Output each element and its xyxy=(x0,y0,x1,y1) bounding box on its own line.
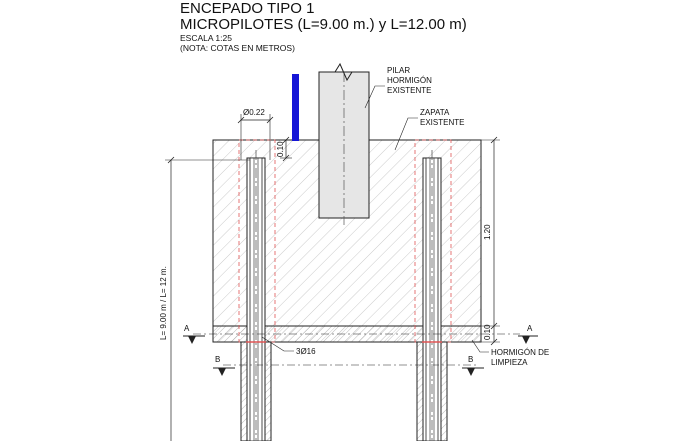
micropile-right xyxy=(414,139,452,441)
section-b-right-label: B xyxy=(468,355,473,364)
top-cover-dimension: 0.10 xyxy=(276,136,292,162)
zapata-label-1: ZAPATA xyxy=(420,108,450,117)
diameter-dimension: Ø0.22 xyxy=(237,108,274,160)
height-label: 1.20 xyxy=(483,224,492,240)
section-b-line: B B xyxy=(213,355,484,376)
scale-note: ESCALA 1:25 xyxy=(180,33,232,43)
drawing-subtitle: MICROPILOTES (L=9.00 m.) y L=12.00 m) xyxy=(180,16,467,33)
blue-marker xyxy=(292,74,299,141)
rebar-callout: 3Ø16 xyxy=(261,336,316,356)
pilar-callout: PILAR HORMIGÓN EXISTENTE xyxy=(364,66,432,109)
rebar-label: 3Ø16 xyxy=(296,347,316,356)
limpieza-label-2: LIMPIEZA xyxy=(491,358,528,367)
limpieza-label-1: HORMIGÓN DE xyxy=(491,348,549,357)
limpieza-callout: HORMIGÓN DE LIMPIEZA xyxy=(471,339,549,367)
micropile-left xyxy=(238,139,276,441)
section-a-line: A A xyxy=(183,324,538,344)
section-b-left-label: B xyxy=(215,355,220,364)
pilar-column xyxy=(318,62,370,225)
pilar-label-2: HORMIGÓN xyxy=(387,76,432,85)
drawing-title: ENCEPADO TIPO 1 xyxy=(180,0,315,17)
section-a-left-label: A xyxy=(184,324,190,333)
top-cover-label: 0.10 xyxy=(276,141,285,157)
section-a-right-label: A xyxy=(527,324,533,333)
length-label: L= 9.00 m / L= 12 m. xyxy=(159,266,168,340)
diameter-label: Ø0.22 xyxy=(243,108,265,117)
units-note: (NOTA: COTAS EN METROS) xyxy=(180,43,295,53)
pilar-label-1: PILAR xyxy=(387,66,410,75)
bottom-cover-label: 0.10 xyxy=(483,324,492,340)
zapata-label-2: EXISTENTE xyxy=(420,118,464,127)
length-dimension: L= 9.00 m / L= 12 m. xyxy=(159,156,250,441)
height-dimension: 1.20 0.10 xyxy=(481,136,500,346)
zapata-callout: ZAPATA EXISTENTE xyxy=(394,108,464,151)
pilar-label-3: EXISTENTE xyxy=(387,86,431,95)
